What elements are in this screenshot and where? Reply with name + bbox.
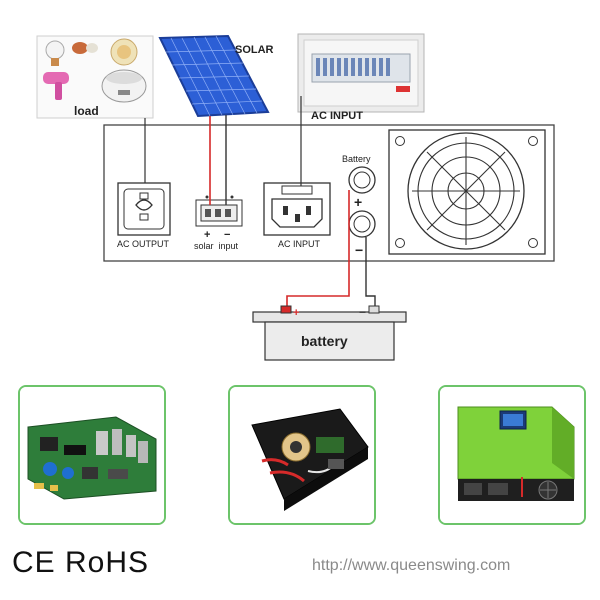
wiring [144,96,376,310]
cooling-fan-icon [388,129,546,255]
ac-output-label: AC OUTPUT [117,239,170,249]
ac-distribution-box-image: AC INPUT [297,33,425,122]
solar-label: SOLAR [235,44,274,56]
bulbs-icon [72,42,98,54]
solar-minus-sign: − [224,229,230,241]
hair-dryer-icon [43,72,69,100]
solar-plus-sign: + [204,229,210,241]
ac-input-socket: AC INPUT [263,182,331,249]
battery-terminals: Battery + − [342,154,376,258]
inverter-unit-photo [438,385,586,525]
rice-cooker-icon [101,69,147,103]
circuit-board-icon [20,387,164,523]
inverter-unit-icon [440,387,584,523]
certification-marks: CE RoHS [12,546,150,579]
ac-input-port-label: AC INPUT [278,239,321,249]
battery-plus-sign: + [354,194,362,210]
solar-input-label: solar input [194,241,239,251]
inverter-interior-photo [228,385,376,525]
website-url[interactable]: http://www.queenswing.com [312,557,511,574]
light-bulb-icon [45,40,65,66]
ac-output-socket: AC OUTPUT [117,182,171,249]
battery-image: + − battery [252,305,407,361]
solar-input-terminal: + − solar input [194,195,243,251]
circuit-board-photo [18,385,166,525]
ac-input-top-label: AC INPUT [311,110,363,122]
load-appliances-image: load [36,35,154,119]
inverter-interior-icon [230,387,374,523]
solar-panel-image: SOLAR [158,34,274,118]
battery-port-label: Battery [342,154,371,164]
battery-term-minus: − [359,305,366,319]
load-label: load [74,104,99,118]
pie-dish-icon [110,38,138,66]
battery-term-plus: + [293,307,299,319]
battery-minus-sign: − [355,242,363,258]
battery-label: battery [301,333,348,349]
inverter-rear-panel: AC OUTPUT + − solar input AC INPUT [103,124,555,262]
